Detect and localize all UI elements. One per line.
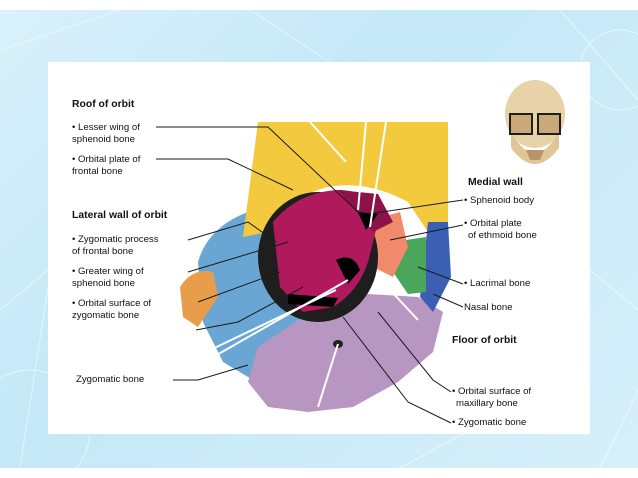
label-greater-wing-cont: sphenoid bone bbox=[72, 278, 135, 289]
greater-wing-shape bbox=[273, 190, 378, 312]
lesser-wing-shape bbox=[338, 190, 393, 232]
label-orbital-surface-maxillary-cont: maxillary bone bbox=[456, 398, 518, 409]
label-orbital-plate-ethmoid: • Orbital plate bbox=[464, 218, 522, 229]
superior-orbital-fissure bbox=[336, 257, 360, 284]
label-zygomatic-process: • Zygomatic process bbox=[72, 234, 159, 245]
label-orbital-surface-zygomatic-cont: zygomatic bone bbox=[72, 310, 140, 321]
label-zygomatic-bone-floor: • Zygomatic bone bbox=[452, 417, 527, 428]
label-lesser-wing: • Lesser wing of bbox=[72, 122, 140, 133]
orbit-diagram-panel: Roof of orbit • Lesser wing of sphenoid … bbox=[48, 62, 590, 434]
label-orbital-plate-frontal: • Orbital plate of bbox=[72, 154, 141, 165]
label-lacrimal-bone: • Lacrimal bone bbox=[464, 278, 531, 289]
label-lesser-wing-cont: sphenoid bone bbox=[72, 134, 135, 145]
section-lateral-title: Lateral wall of orbit bbox=[72, 210, 168, 221]
leader-lines bbox=[156, 126, 464, 424]
label-orbital-plate-ethmoid-cont: of ethmoid bone bbox=[468, 230, 537, 241]
white-pointer-lines bbox=[205, 121, 419, 408]
label-orbital-surface-maxillary: • Orbital surface of bbox=[452, 386, 532, 397]
section-floor-title: Floor of orbit bbox=[452, 335, 517, 346]
section-medial-title: Medial wall bbox=[468, 177, 523, 188]
label-orbital-surface-zygomatic: • Orbital surface of bbox=[72, 298, 152, 309]
label-orbital-plate-frontal-cont: frontal bone bbox=[72, 166, 123, 177]
nasal-bone-shape bbox=[420, 222, 451, 312]
section-roof-title: Roof of orbit bbox=[72, 99, 135, 110]
label-sphenoid-body: • Sphenoid body bbox=[464, 195, 535, 206]
label-zygomatic-bone: Zygomatic bone bbox=[76, 374, 145, 385]
zygomatic-process-shape bbox=[180, 271, 218, 327]
orbit-illustration bbox=[156, 80, 565, 424]
label-zygomatic-process-cont: of frontal bone bbox=[72, 246, 134, 257]
label-greater-wing: • Greater wing of bbox=[72, 266, 144, 277]
frontal-bone-shape bbox=[243, 122, 448, 237]
maxilla-shape bbox=[248, 294, 443, 412]
optic-canal bbox=[358, 212, 378, 230]
label-nasal-bone: Nasal bone bbox=[464, 302, 513, 313]
skull-thumbnail bbox=[505, 80, 565, 164]
